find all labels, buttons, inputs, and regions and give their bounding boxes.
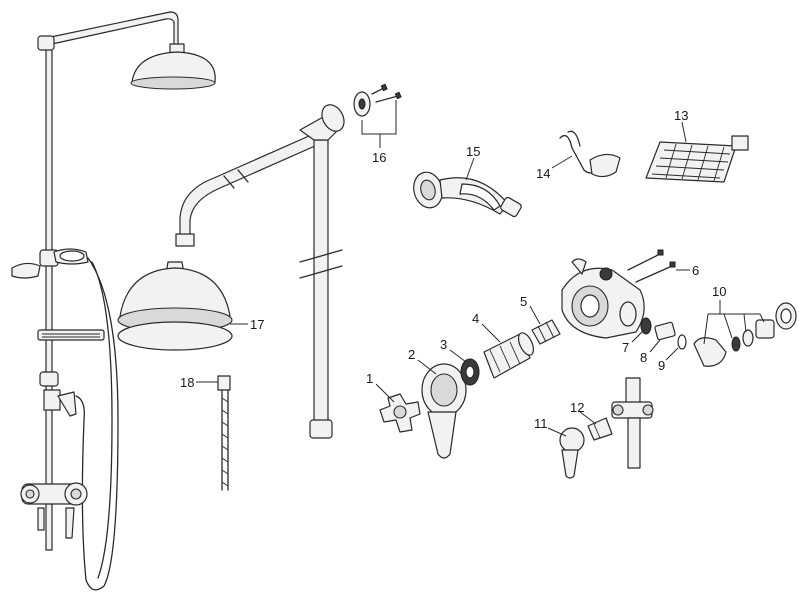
top-bracket xyxy=(37,35,55,51)
callout-labels: 1 2 3 4 5 6 7 8 9 10 11 12 13 14 15 16 1… xyxy=(180,108,726,431)
callout-17: 17 xyxy=(250,317,264,332)
exploded-hose xyxy=(221,389,229,491)
callout-12: 12 xyxy=(570,400,584,415)
diverter-cartridge-12 xyxy=(587,417,613,441)
leader-lines xyxy=(196,100,765,437)
hose-connector xyxy=(217,375,231,391)
callout-16: 16 xyxy=(372,150,386,165)
callout-7: 7 xyxy=(622,340,629,355)
spindle-5 xyxy=(531,319,561,345)
lever-handle-1 xyxy=(379,393,421,433)
callout-15: 15 xyxy=(466,144,480,159)
exploded-riser-group xyxy=(117,83,402,491)
callout-3: 3 xyxy=(440,337,447,352)
riser-bottom-nut xyxy=(309,419,333,439)
screws-6 xyxy=(627,249,676,283)
arm-nut xyxy=(175,233,195,247)
valve-body xyxy=(561,258,645,339)
elbow-fitting-10 xyxy=(693,302,797,367)
top-shower-head xyxy=(131,51,216,83)
soap-basket-13 xyxy=(645,135,749,183)
wall-outlet-bracket xyxy=(39,371,59,387)
callout-1: 1 xyxy=(366,371,373,386)
callout-13: 13 xyxy=(674,108,688,123)
riser-tube xyxy=(313,139,329,423)
callout-9: 9 xyxy=(658,358,665,373)
callout-18: 18 xyxy=(180,375,194,390)
shower-arm xyxy=(45,11,179,49)
handset-holder-14 xyxy=(559,130,621,178)
callout-6: 6 xyxy=(692,263,699,278)
shroud-2 xyxy=(421,363,467,459)
riser-rail xyxy=(45,39,53,551)
callout-4: 4 xyxy=(472,311,479,326)
callout-2: 2 xyxy=(408,347,415,362)
arm-break-marks xyxy=(223,169,249,189)
callout-8: 8 xyxy=(640,350,647,365)
assembled-shower-kit xyxy=(11,11,216,591)
cartridge-4 xyxy=(483,332,535,379)
diverter-handle-11 xyxy=(559,427,585,479)
tube-break-marks xyxy=(299,249,343,279)
parts-7-8-9 xyxy=(640,317,687,350)
assembled-soap-dish xyxy=(37,329,105,341)
diverter-body xyxy=(611,377,654,469)
handset-15 xyxy=(413,171,522,218)
handset-head xyxy=(11,262,41,279)
callout-11: 11 xyxy=(534,416,548,431)
flexible-hose-inner xyxy=(91,261,113,579)
callout-5: 5 xyxy=(520,294,527,309)
riser-arm xyxy=(179,131,325,237)
callout-14: 14 xyxy=(536,166,550,181)
flange-screws xyxy=(371,87,399,103)
washer-3 xyxy=(460,358,480,386)
callout-10: 10 xyxy=(712,284,726,299)
flexible-hose-outer xyxy=(75,257,119,591)
exploded-shower-head xyxy=(119,267,231,317)
